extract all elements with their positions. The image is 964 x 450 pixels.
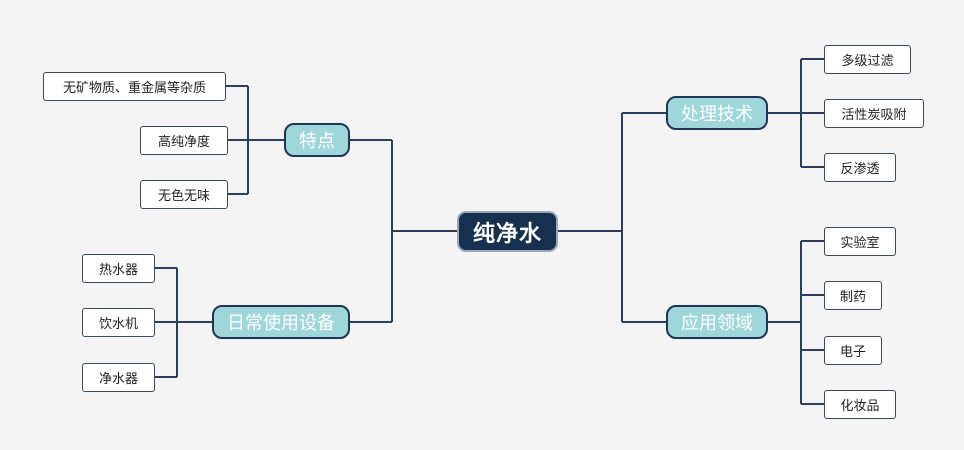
leaf-node-applications[interactable]: 化妆品: [824, 390, 896, 419]
leaf-node-applications[interactable]: 实验室: [824, 227, 896, 256]
leaf-node-devices[interactable]: 热水器: [82, 254, 155, 283]
branch-node-features[interactable]: 特点: [284, 123, 350, 157]
leaf-node-features[interactable]: 无色无味: [140, 180, 228, 209]
leaf-node-features[interactable]: 无矿物质、重金属等杂质: [43, 72, 226, 101]
leaf-node-applications[interactable]: 电子: [824, 336, 882, 365]
leaf-node-processing[interactable]: 反渗透: [824, 153, 896, 182]
leaf-node-devices[interactable]: 净水器: [82, 363, 155, 392]
root-node[interactable]: 纯净水: [457, 211, 558, 252]
leaf-node-applications[interactable]: 制药: [824, 281, 882, 310]
leaf-node-features[interactable]: 高纯净度: [140, 126, 228, 155]
branch-node-processing[interactable]: 处理技术: [666, 96, 768, 130]
branch-node-applications[interactable]: 应用领域: [666, 305, 768, 339]
leaf-node-processing[interactable]: 多级过滤: [824, 45, 911, 74]
branch-node-devices[interactable]: 日常使用设备: [212, 305, 350, 339]
leaf-node-processing[interactable]: 活性炭吸附: [824, 99, 924, 128]
leaf-node-devices[interactable]: 饮水机: [82, 308, 155, 337]
